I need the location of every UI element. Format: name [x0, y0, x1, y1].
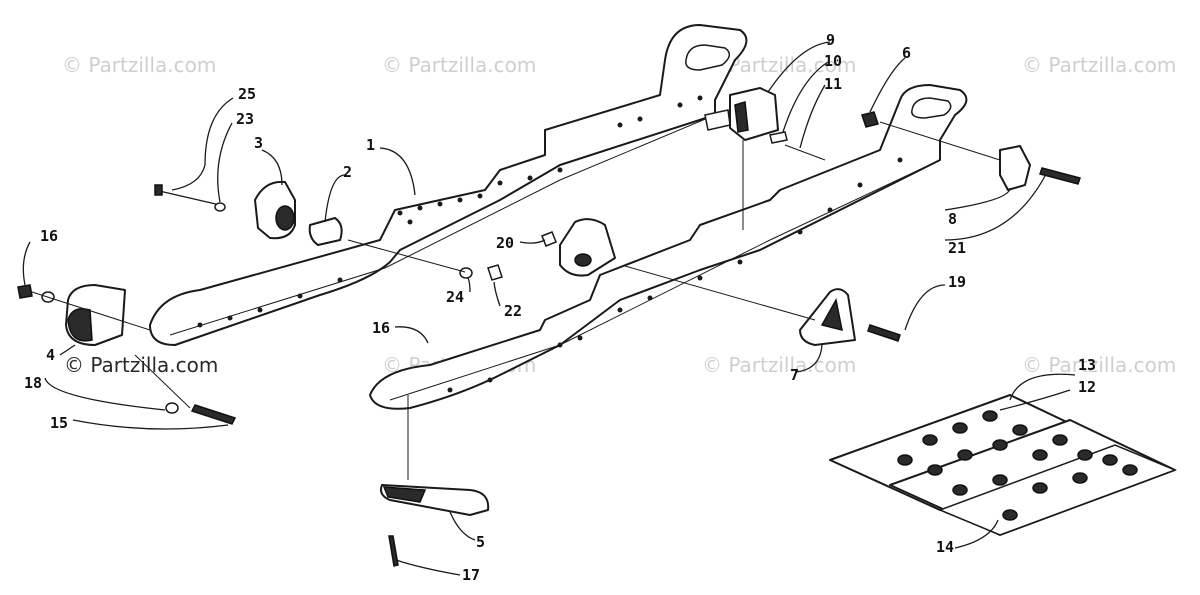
callout-25: 25 — [238, 85, 256, 103]
leader-lines — [22, 41, 1076, 576]
callout-22: 22 — [504, 302, 522, 320]
callout-20: 20 — [496, 234, 514, 252]
callout-16: 16 — [372, 319, 390, 337]
callout-14: 14 — [936, 538, 954, 556]
watermark: © Partzilla.com — [702, 353, 856, 377]
hyfax-slider — [380, 395, 490, 567]
track-lugs — [897, 410, 1138, 521]
watermark: © Partzilla.com — [64, 353, 218, 377]
callout-24: 24 — [446, 288, 464, 306]
watermark: © Partzilla.com — [1022, 353, 1176, 377]
mid-bracket — [541, 218, 616, 277]
callout-7: 7 — [790, 366, 799, 384]
callout-2: 2 — [343, 163, 352, 181]
slide-rail-front — [369, 84, 968, 410]
callout-23: 23 — [236, 110, 254, 128]
center-fasteners — [347, 239, 503, 281]
bumper-assembly — [17, 284, 237, 425]
rear-block — [861, 111, 1081, 191]
callout-5: 5 — [476, 533, 485, 551]
callout-9: 9 — [826, 31, 835, 49]
callout-12: 12 — [1078, 378, 1096, 396]
track-belt — [829, 394, 1178, 536]
callout-11: 11 — [824, 75, 842, 93]
slide-rail-back — [149, 24, 748, 346]
watermark: © Partzilla.com — [382, 53, 536, 77]
callout-6: 6 — [902, 44, 911, 62]
callout-10: 10 — [824, 52, 842, 70]
watermark: © Partzilla.com — [1022, 53, 1176, 77]
callouts: 1 2 3 4 5 6 7 8 9 10 11 12 13 14 15 16 1… — [24, 31, 1096, 584]
callout-15: 15 — [50, 414, 68, 432]
callout-4: 4 — [46, 346, 55, 364]
shock-mount — [154, 180, 343, 246]
callout-19: 19 — [948, 273, 966, 291]
callout-16: 16 — [40, 227, 58, 245]
watermark: © Partzilla.com — [62, 53, 216, 77]
callout-3: 3 — [254, 134, 263, 152]
callout-1: 1 — [366, 136, 375, 154]
rear-bracket — [624, 265, 901, 346]
callout-18: 18 — [24, 374, 42, 392]
callout-21: 21 — [948, 239, 966, 257]
rail-holes — [197, 95, 703, 328]
callout-13: 13 — [1078, 356, 1096, 374]
callout-17: 17 — [462, 566, 480, 584]
callout-8: 8 — [948, 210, 957, 228]
top-clip — [704, 87, 826, 230]
rail-holes — [447, 157, 903, 393]
